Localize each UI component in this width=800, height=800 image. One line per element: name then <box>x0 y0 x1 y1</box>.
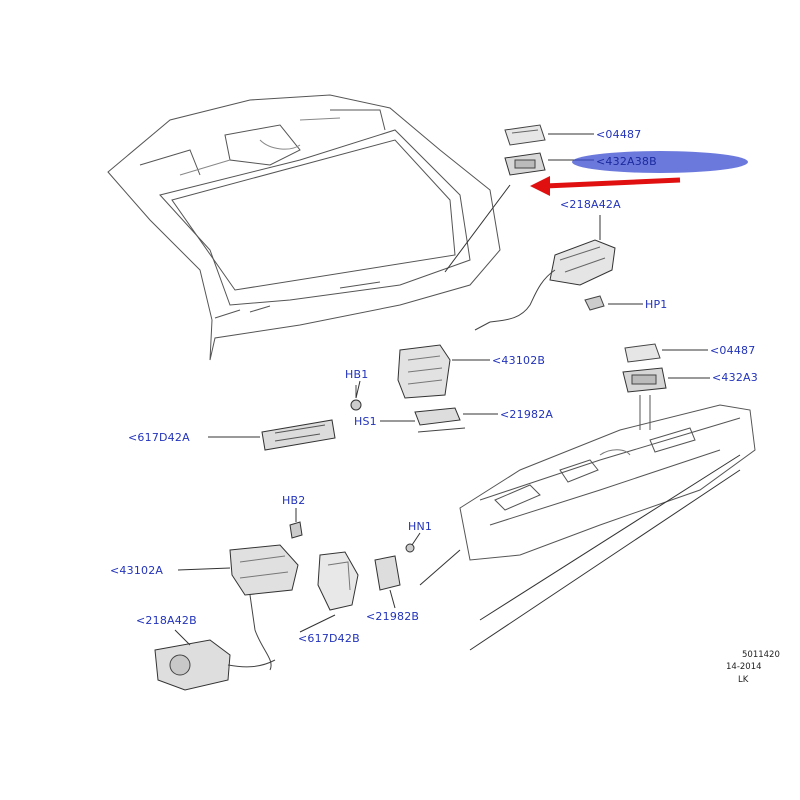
label-617d42a: <617D42A <box>128 431 190 444</box>
latch-43102a <box>229 544 299 671</box>
reference-line-3: LK <box>738 675 749 685</box>
red-pointer-arrow-icon <box>530 176 681 196</box>
bolt-hb2 <box>289 521 303 539</box>
part-04487-right <box>624 343 661 363</box>
label-hs1: HS1 <box>354 415 377 428</box>
label-hb2: HB2 <box>282 494 306 507</box>
label-43102a: <43102A <box>110 564 164 577</box>
label-04487-top: <04487 <box>596 128 642 141</box>
reference-line-2: 14-2014 <box>726 662 762 672</box>
part-04487-top <box>504 124 546 146</box>
cover-617d42b <box>317 551 359 611</box>
label-617d42b: <617D42B <box>298 632 360 645</box>
label-hb1: HB1 <box>345 368 369 381</box>
label-218a42a: <218A42A <box>560 198 621 211</box>
rear-bumper-panel <box>459 404 756 561</box>
actuator-218a42a <box>474 239 616 331</box>
tailgate-panel <box>107 94 501 361</box>
label-432a3: <432A3 <box>712 371 758 384</box>
label-21982a: <21982A <box>500 408 554 421</box>
blue-highlight-ellipse <box>572 151 748 173</box>
reference-line-1: 5011420 <box>742 650 780 660</box>
striker-21982a <box>414 407 466 433</box>
striker-21982b <box>374 555 401 591</box>
label-04487-right: <04487 <box>710 344 756 357</box>
latch-43102b <box>397 344 451 399</box>
actuator-218a42b <box>154 639 276 691</box>
label-hn1: HN1 <box>408 520 433 533</box>
label-43102b: <43102B <box>492 354 546 367</box>
part-432a3 <box>622 367 667 430</box>
bolt-hn1 <box>405 543 415 553</box>
plate-617d42a <box>261 419 336 451</box>
part-hp1 <box>584 295 605 311</box>
leader-lines <box>174 133 741 651</box>
part-432a38b <box>504 152 546 176</box>
label-218a42b: <218A42B <box>136 614 197 627</box>
label-21982b: <21982B <box>366 610 420 623</box>
label-432a38b: <432A38B <box>596 155 657 168</box>
label-hp1: HP1 <box>645 298 668 311</box>
